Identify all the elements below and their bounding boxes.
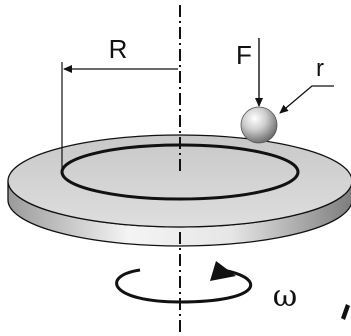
radius-dimension: R bbox=[61, 34, 178, 172]
angular-velocity-label: ω bbox=[273, 279, 297, 314]
rotation-arrow: ω bbox=[115, 261, 297, 314]
ball-radius-label: r bbox=[316, 55, 324, 82]
ball-radius-leader-line bbox=[279, 85, 334, 114]
disk bbox=[7, 134, 351, 247]
ball bbox=[240, 106, 278, 144]
radius-label: R bbox=[109, 34, 128, 64]
corner-mark bbox=[341, 304, 350, 320]
force-arrow: F bbox=[236, 38, 263, 107]
rotation-arrow-path bbox=[115, 268, 253, 304]
force-label: F bbox=[236, 40, 252, 70]
ball-radius-leader: r bbox=[279, 55, 334, 114]
rotation-arrow-head bbox=[210, 261, 236, 281]
disk-top-surface bbox=[7, 134, 351, 228]
